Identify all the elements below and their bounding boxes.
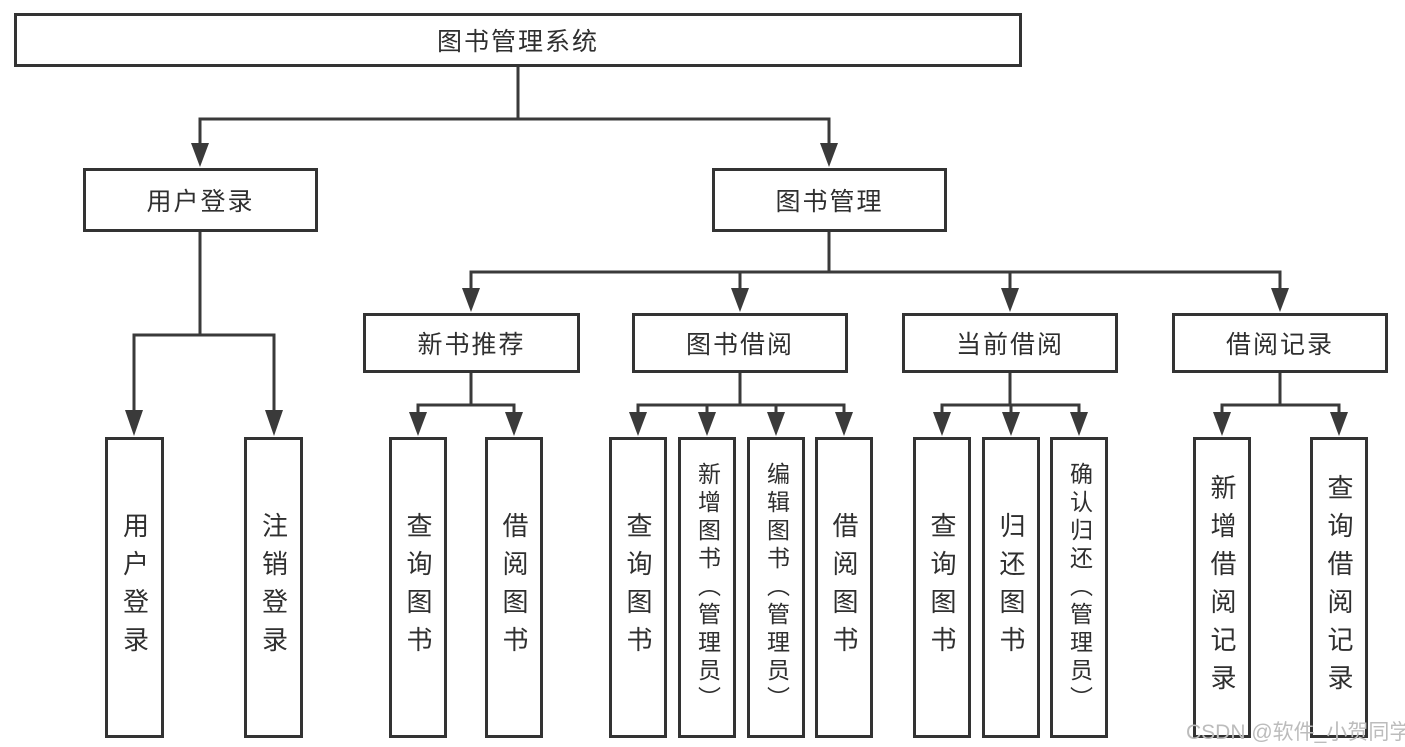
node-root-label: 图书管理系统 (436, 28, 599, 56)
leaf-user-login: 用户登录 (105, 437, 164, 738)
leaf-borrow-query-books: 查询图书 (609, 437, 667, 738)
csdn-watermark: CSDN @软件_小贺同学 (1186, 721, 1405, 744)
leaf-recommend-borrow-books-label: 借阅图书 (499, 511, 529, 664)
leaf-borrow-query-books-label: 查询图书 (623, 511, 653, 664)
leaf-confirm-return-admin: 确认归还（管理员） (1050, 437, 1108, 738)
node-book-management: 图书管理 (712, 168, 947, 232)
leaf-current-query-books-label: 查询图书 (927, 511, 957, 664)
leaf-current-query-books: 查询图书 (913, 437, 971, 738)
node-new-book-recommend-label: 新书推荐 (417, 331, 526, 359)
node-current-borrow-label: 当前借阅 (955, 331, 1064, 359)
node-user-login-label: 用户登录 (146, 188, 255, 216)
node-current-borrow: 当前借阅 (902, 313, 1118, 373)
leaf-query-borrow-record-label: 查询借阅记录 (1324, 473, 1354, 702)
leaf-recommend-borrow-books: 借阅图书 (485, 437, 543, 738)
leaf-recommend-query-books-label: 查询图书 (403, 511, 433, 664)
leaf-edit-books-admin: 编辑图书（管理员） (747, 437, 805, 738)
node-borrow-records: 借阅记录 (1172, 313, 1388, 373)
leaf-logout: 注销登录 (244, 437, 303, 738)
leaf-add-borrow-record: 新增借阅记录 (1193, 437, 1251, 738)
leaf-add-books-admin: 新增图书（管理员） (678, 437, 736, 738)
leaf-borrow-books-label: 借阅图书 (829, 511, 859, 664)
node-book-management-label: 图书管理 (775, 188, 884, 216)
leaf-query-borrow-record: 查询借阅记录 (1310, 437, 1368, 738)
node-new-book-recommend: 新书推荐 (363, 313, 580, 373)
node-book-borrow-label: 图书借阅 (685, 331, 794, 359)
node-root: 图书管理系统 (14, 13, 1022, 67)
leaf-confirm-return-admin-label: 确认归还（管理员） (1066, 461, 1093, 714)
leaf-borrow-books: 借阅图书 (815, 437, 873, 738)
node-borrow-records-label: 借阅记录 (1225, 331, 1334, 359)
leaf-return-books-label: 归还图书 (996, 511, 1026, 664)
leaf-logout-label: 注销登录 (258, 511, 289, 664)
leaf-add-books-admin-label: 新增图书（管理员） (694, 461, 721, 714)
leaf-return-books: 归还图书 (982, 437, 1040, 738)
leaf-edit-books-admin-label: 编辑图书（管理员） (763, 461, 790, 714)
node-user-login: 用户登录 (83, 168, 318, 232)
leaf-add-borrow-record-label: 新增借阅记录 (1207, 473, 1237, 702)
leaf-user-login-label: 用户登录 (119, 511, 150, 664)
node-book-borrow: 图书借阅 (632, 313, 848, 373)
leaf-recommend-query-books: 查询图书 (389, 437, 447, 738)
